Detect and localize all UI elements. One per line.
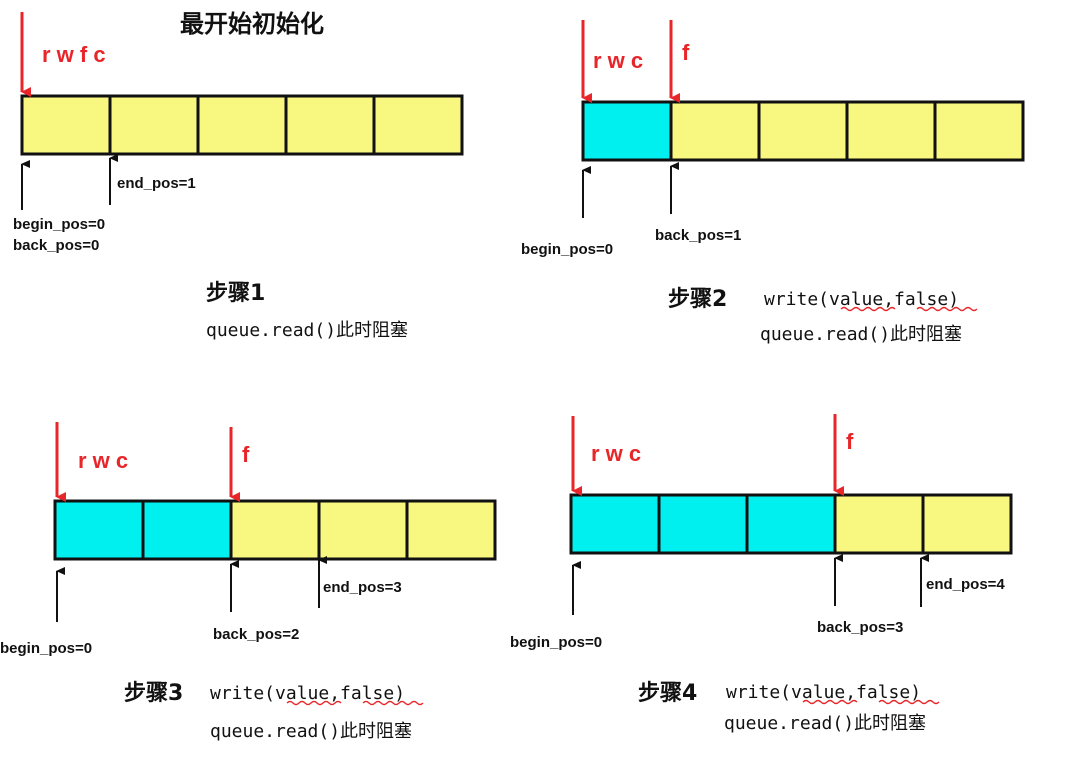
queue-cell xyxy=(933,100,1025,162)
begin-pos-label: begin_pos=0 xyxy=(510,634,602,651)
panel-2: r w c f back_pos=1 begin_pos=0 步骤2 write… xyxy=(521,20,1025,345)
queue-cells xyxy=(581,100,1025,162)
queue-cell xyxy=(745,493,837,555)
step-label: 步骤4 xyxy=(638,680,697,706)
queue-cell xyxy=(569,493,661,555)
panel-4: r w c f end_pos=4 back_pos=3 begin_pos=0… xyxy=(510,414,1013,734)
queue-cell xyxy=(196,94,288,156)
back-pos-label: back_pos=0 xyxy=(13,237,99,254)
back-pos-label: back_pos=1 xyxy=(655,227,741,244)
spellcheck-underline xyxy=(362,700,424,706)
code-line: queue.read()此时阻塞 xyxy=(210,721,412,742)
step-label: 步骤1 xyxy=(206,280,265,306)
step-label: 步骤3 xyxy=(124,680,183,706)
queue-cell xyxy=(921,493,1013,555)
queue-cell xyxy=(845,100,937,162)
queue-cells xyxy=(569,493,1013,555)
queue-cell xyxy=(657,493,749,555)
queue-cells xyxy=(53,499,497,561)
code-line: queue.read()此时阻塞 xyxy=(724,713,926,734)
code-line: queue.read()此时阻塞 xyxy=(760,324,962,345)
begin-pos-label: begin_pos=0 xyxy=(521,241,613,258)
back-pos-label: back_pos=3 xyxy=(817,619,903,636)
step-label: 步骤2 xyxy=(668,286,727,312)
red-pointer-label: r w f c xyxy=(42,42,106,67)
queue-cell xyxy=(317,499,409,561)
queue-cell xyxy=(229,499,321,561)
queue-cell xyxy=(20,94,112,156)
spellcheck-underline xyxy=(802,699,858,705)
red-pointer-label: f xyxy=(242,442,250,467)
end-pos-label: end_pos=4 xyxy=(926,576,1005,593)
queue-cell xyxy=(141,499,233,561)
panel-1: r w f c end_pos=1 begin_pos=0 back_pos=0… xyxy=(13,12,464,341)
diagram-title: 最开始初始化 xyxy=(180,10,324,38)
queue-cell xyxy=(108,94,200,156)
code-line: write(value,false) xyxy=(726,682,921,703)
queue-cell xyxy=(405,499,497,561)
code-line: write(value,false) xyxy=(764,289,959,310)
end-pos-label: end_pos=3 xyxy=(323,579,402,596)
queue-cell xyxy=(53,499,145,561)
spellcheck-underline xyxy=(916,306,978,312)
queue-cell xyxy=(757,100,849,162)
queue-cell xyxy=(833,493,925,555)
red-pointer-label: r w c xyxy=(591,441,641,466)
end-pos-label: end_pos=1 xyxy=(117,175,196,192)
spellcheck-underline xyxy=(286,700,342,706)
back-pos-label: back_pos=2 xyxy=(213,626,299,643)
queue-cells xyxy=(20,94,464,156)
queue-cell xyxy=(581,100,673,162)
red-pointer-label: f xyxy=(682,40,690,65)
begin-pos-label: begin_pos=0 xyxy=(0,640,92,657)
queue-cell xyxy=(669,100,761,162)
code-line: write(value,false) xyxy=(210,683,405,704)
panel-3: r w c f end_pos=3 back_pos=2 begin_pos=0… xyxy=(0,422,497,742)
begin-pos-label: begin_pos=0 xyxy=(13,216,105,233)
red-pointer-label: r w c xyxy=(593,48,643,73)
spellcheck-underline xyxy=(840,306,896,312)
code-line: queue.read()此时阻塞 xyxy=(206,320,408,341)
spellcheck-underline xyxy=(878,699,940,705)
red-pointer-label: f xyxy=(846,429,854,454)
queue-cell xyxy=(372,94,464,156)
red-pointer-label: r w c xyxy=(78,448,128,473)
queue-cell xyxy=(284,94,376,156)
